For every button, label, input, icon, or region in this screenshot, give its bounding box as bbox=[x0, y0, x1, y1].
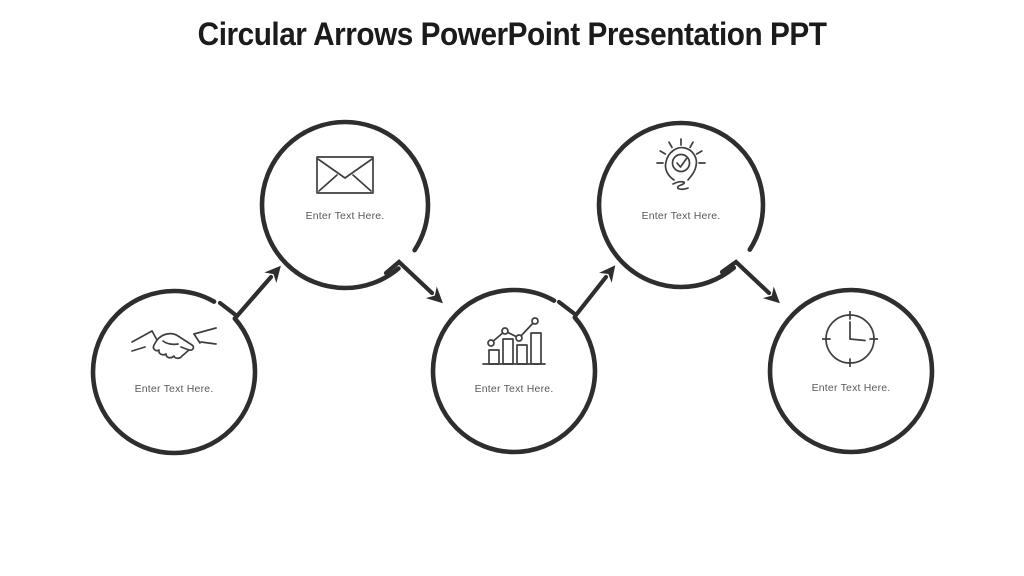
arrow-4-to-5 bbox=[719, 259, 780, 304]
step-3-placeholder-text[interactable]: Enter Text Here. bbox=[474, 383, 554, 395]
step-circle-4[interactable] bbox=[596, 120, 766, 290]
step-4-placeholder-text[interactable]: Enter Text Here. bbox=[641, 210, 721, 222]
bar-chart-icon bbox=[482, 317, 546, 365]
envelope-icon bbox=[316, 156, 374, 194]
step-circle-1[interactable] bbox=[90, 288, 258, 456]
arrow-2-to-3 bbox=[383, 259, 443, 304]
arrow-1-to-2 bbox=[217, 265, 281, 319]
slide-title: Circular Arrows PowerPoint Presentation … bbox=[197, 16, 827, 52]
step-circle-3[interactable] bbox=[430, 287, 598, 455]
lightbulb-check-icon bbox=[656, 138, 706, 191]
step-5-placeholder-text[interactable]: Enter Text Here. bbox=[811, 382, 891, 394]
handshake-icon bbox=[131, 327, 217, 360]
arrow-3-to-4 bbox=[556, 265, 616, 318]
title-row: Circular Arrows PowerPoint Presentation … bbox=[0, 16, 1024, 53]
step-1-placeholder-text[interactable]: Enter Text Here. bbox=[134, 383, 214, 395]
step-2-placeholder-text[interactable]: Enter Text Here. bbox=[305, 210, 385, 222]
step-circle-2[interactable] bbox=[259, 119, 431, 291]
step-circle-5[interactable] bbox=[767, 287, 935, 455]
clock-icon bbox=[822, 311, 878, 367]
